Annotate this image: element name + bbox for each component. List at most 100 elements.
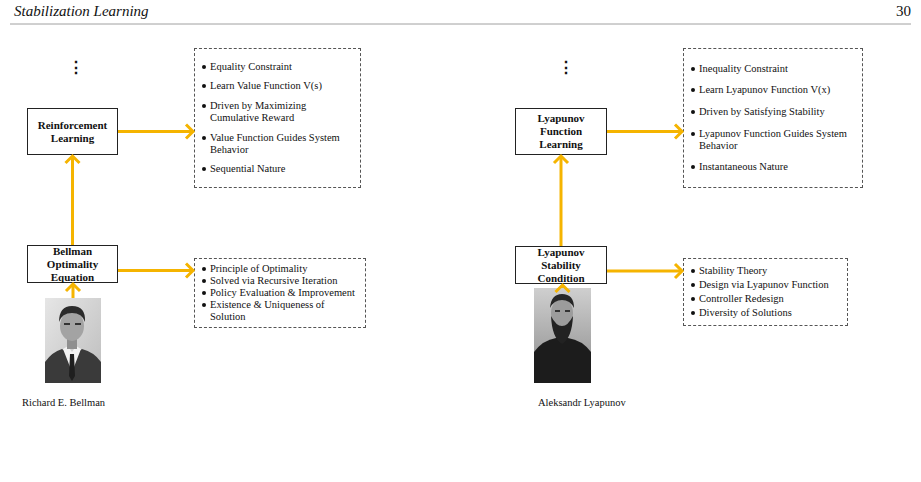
process-box: Bellman Optimality Equation [27,245,118,283]
item-text: Learn Value Function V(s) [210,80,322,91]
item-text: Value Function Guides System Behavior [210,132,340,155]
portrait-photo [45,298,101,383]
list-item: Design via Lyapunov Function [690,279,842,291]
list-item: Diversity of Solutions [690,307,842,319]
bullet-dot [691,67,695,71]
portrait-photo [534,288,591,383]
list-item: Driven by Satisfying Stability [690,106,857,118]
arrow-line [118,269,193,272]
flow-arrow [554,156,568,246]
item-text: Controller Redesign [699,293,784,304]
item-text: Stability Theory [699,265,767,276]
arrow-line [560,156,563,246]
arrow-line [72,284,75,298]
arrow-line [607,270,682,273]
continuation-dots: ⋮ [558,60,574,76]
bullet-dot [202,65,206,69]
item-text: Driven by Maximizing Cumulative Reward [210,100,306,123]
bullet-dot [202,291,206,295]
continuation-dots: ⋮ [68,60,84,76]
list-item: Policy Evaluation & Improvement [201,287,360,299]
item-text: Solved via Recursive Iteration [210,275,337,286]
arrow-head [186,264,193,278]
arrow-head [675,125,682,139]
arrow-head [186,125,193,139]
item-text: Learn Lyapunov Function V(x) [699,84,830,95]
list-item: Learn Lyapunov Function V(x) [690,84,857,96]
flow-arrow [118,264,193,278]
list-item: Driven by Maximizing Cumulative Reward [201,100,355,124]
box-title: Bellman Optimality Equation [33,245,112,284]
flow-arrow [607,125,682,139]
arrow-head [66,284,80,291]
list-item: Learn Value Function V(s) [201,80,355,92]
item-text: Principle of Optimality [210,263,307,274]
list-item: Inequality Constraint [690,63,857,75]
bullet-dot [691,132,695,136]
process-box: Lyapunov Stability Condition [515,246,607,284]
flow-arrow [118,125,193,139]
bullet-dot [691,110,695,114]
list-item: Instantaneous Nature [690,161,857,173]
process-box: Lyapunov Function Learning [515,108,607,155]
list-item: Existence & Uniqueness of Solution [201,299,360,323]
box-title: Reinforcement Learning [33,119,112,145]
bullet-dot [691,269,695,273]
portrait-caption: Aleksandr Lyapunov [538,397,626,408]
arrow-line [118,130,193,133]
item-text: Diversity of Solutions [699,307,792,318]
arrow-line [71,156,74,245]
arrow-head [66,156,80,163]
bullet-dot [691,311,695,315]
list-item: Lyapunov Function Guides System Behavior [690,128,857,152]
list-item: Controller Redesign [690,293,842,305]
list-item: Value Function Guides System Behavior [201,132,355,156]
bullet-dot [202,303,206,307]
item-text: Sequential Nature [210,163,286,174]
bullet-dot [202,84,206,88]
bullet-dot [691,165,695,169]
property-list-box: Inequality ConstraintLearn Lyapunov Func… [683,48,863,188]
item-text: Design via Lyapunov Function [699,279,829,290]
bullet-dot [202,167,206,171]
flow-arrow [66,156,80,245]
item-text: Lyapunov Function Guides System Behavior [699,128,847,151]
header-rule [10,24,911,25]
list-item: Solved via Recursive Iteration [201,275,360,287]
item-text: Existence & Uniqueness of Solution [210,299,325,322]
flow-arrow [607,264,682,278]
bullet-dot [202,279,206,283]
item-text: Equality Constraint [210,61,292,72]
bullet-dot [202,267,206,271]
property-list-box: Stability TheoryDesign via Lyapunov Func… [683,258,848,326]
portrait-caption: Richard E. Bellman [22,397,105,408]
page-number: 30 [896,3,911,20]
arrow-head [554,156,568,163]
list-item: Stability Theory [690,265,842,277]
bullet-dot [202,104,206,108]
arrow-line [607,130,682,133]
arrow-line [561,285,564,288]
item-text: Policy Evaluation & Improvement [210,287,355,298]
item-text: Driven by Satisfying Stability [699,106,825,117]
portrait-node: Aleksandr Lyapunov [534,288,591,383]
list-item: Sequential Nature [201,163,355,175]
running-header: Stabilization Learning [14,3,149,20]
list-item: Equality Constraint [201,61,355,73]
arrow-head [556,285,570,292]
box-title: Lyapunov Function Learning [521,112,601,151]
bullet-dot [202,136,206,140]
item-text: Instantaneous Nature [699,161,788,172]
portrait-node: Richard E. Bellman [45,298,101,383]
bullet-dot [691,88,695,92]
bullet-dot [691,297,695,301]
flow-arrow [66,284,80,298]
property-list-box: Principle of OptimalitySolved via Recurs… [194,258,366,328]
box-title: Lyapunov Stability Condition [521,246,601,285]
bullet-dot [691,283,695,287]
item-text: Inequality Constraint [699,63,788,74]
list-item: Principle of Optimality [201,263,360,275]
flow-arrow [556,285,570,292]
arrow-head [675,264,682,278]
